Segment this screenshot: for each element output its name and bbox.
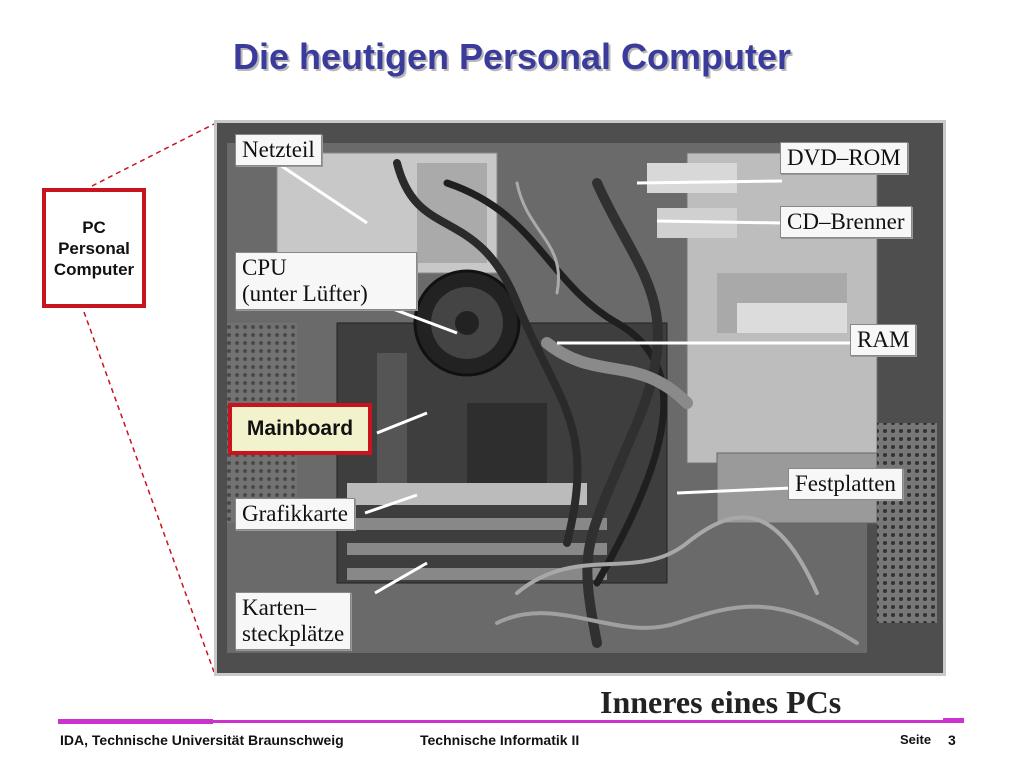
- photo-caption: Inneres eines PCs: [600, 684, 842, 720]
- footer-page-number: 3: [948, 732, 956, 748]
- footer-divider: [58, 718, 964, 724]
- label-cpu-line1: CPU: [242, 255, 287, 280]
- pc-box-line2: Personal: [58, 238, 130, 258]
- label-cd-brenner-text: CD–Brenner: [787, 209, 905, 234]
- label-festplatten-text: Festplatten: [795, 471, 896, 496]
- label-ram-text: RAM: [857, 327, 910, 352]
- label-netzteil: Netzteil: [235, 134, 322, 166]
- label-ram: RAM: [850, 324, 917, 356]
- label-dvd-rom-text: DVD–ROM: [787, 145, 901, 170]
- label-grafikkarte: Grafikkarte: [235, 498, 355, 530]
- pc-label-box: PC Personal Computer: [42, 188, 146, 308]
- label-karten-line2: steckplätze: [242, 621, 345, 646]
- footer-page-label: Seite: [900, 732, 932, 747]
- label-cpu: CPU (unter Lüfter): [235, 252, 417, 310]
- label-grafikkarte-text: Grafikkarte: [242, 501, 348, 526]
- label-karten-line1: Karten–: [242, 595, 317, 620]
- label-cd-brenner: CD–Brenner: [780, 206, 912, 238]
- label-netzteil-text: Netzteil: [242, 137, 315, 162]
- label-dvd-rom: DVD–ROM: [780, 142, 908, 174]
- slide-title: Die heutigen Personal Computer: [232, 36, 792, 77]
- label-kartensteckplaetze: Karten– steckplätze: [235, 592, 352, 650]
- footer-institution: IDA, Technische Universität Braunschweig: [60, 732, 344, 748]
- pc-box-line1: PC: [82, 217, 106, 237]
- label-mainboard: Mainboard: [228, 403, 372, 455]
- graphics-card: [347, 483, 587, 505]
- label-cpu-line2: (unter Lüfter): [242, 281, 368, 306]
- label-festplatten: Festplatten: [788, 468, 903, 500]
- label-mainboard-text: Mainboard: [246, 417, 354, 440]
- footer-course: Technische Informatik II: [420, 732, 580, 748]
- pc-box-line3: Computer: [53, 259, 135, 279]
